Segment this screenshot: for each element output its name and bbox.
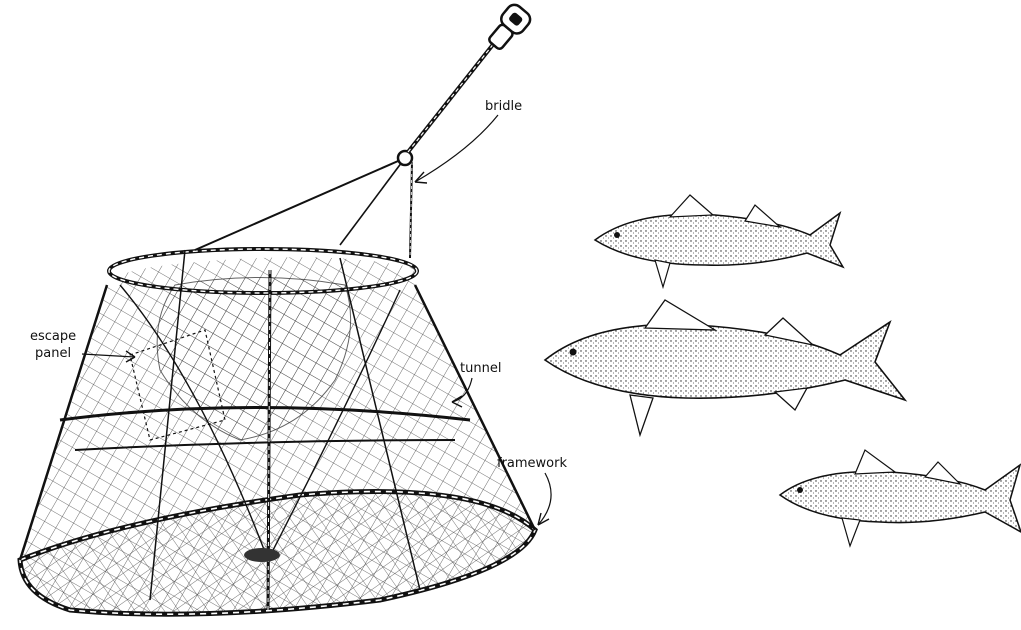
label-bridle: bridle [485, 99, 522, 114]
label-panel: panel [35, 346, 71, 361]
label-framework: framework [497, 456, 567, 471]
floor-opening [244, 548, 280, 562]
fish-bottom [780, 450, 1021, 546]
fish-top [595, 195, 843, 287]
trap [20, 249, 535, 614]
bridle-ring [398, 151, 412, 165]
label-escape: escape [30, 329, 76, 344]
label-tunnel: tunnel [460, 361, 501, 376]
label-bridle-group: bridle [415, 99, 522, 183]
bridle-assembly [195, 2, 533, 258]
fish-middle [545, 300, 905, 435]
